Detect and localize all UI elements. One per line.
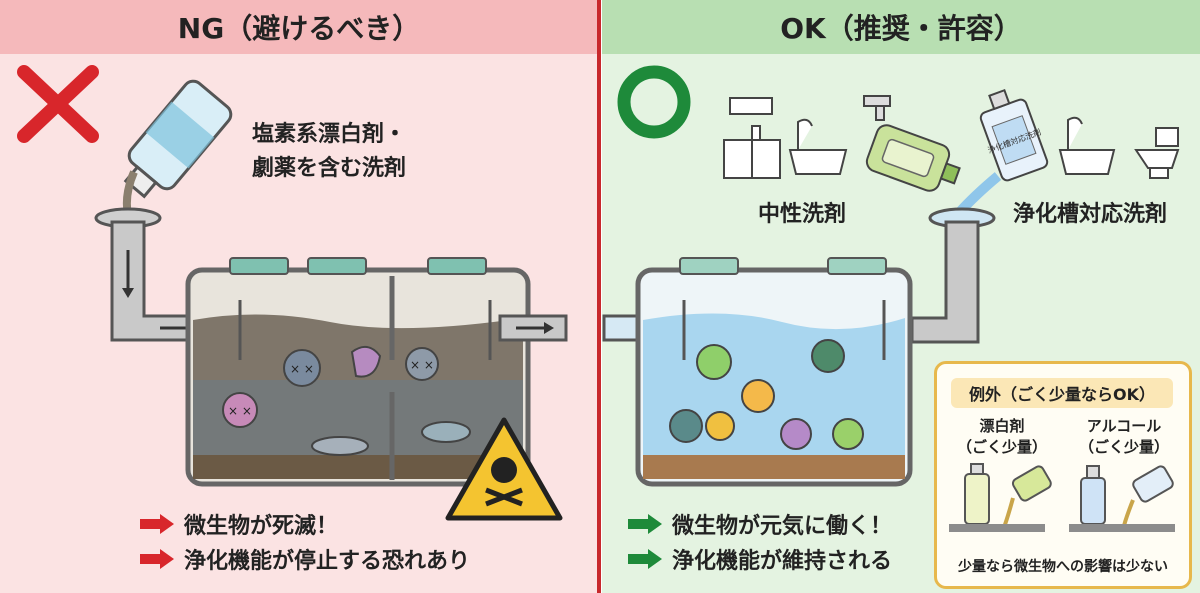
panel-divider bbox=[597, 0, 601, 593]
ng-panel: NG（避けるべき） bbox=[0, 0, 598, 593]
septic-safe-label: 浄化槽対応洗剤 bbox=[1013, 202, 1168, 227]
ok-result-1-text: 微生物が元気に働く！ bbox=[672, 514, 893, 539]
neutral-detergent-bottle-icon bbox=[865, 124, 961, 192]
svg-text:× ×: × × bbox=[410, 358, 434, 372]
svg-text:× ×: × × bbox=[228, 404, 252, 418]
svg-text:× ×: × × bbox=[290, 362, 314, 376]
circle-mark-icon bbox=[617, 65, 691, 139]
alcohol-label: アルコール （ごく少量） bbox=[1069, 416, 1179, 458]
alcohol-label-line2: （ごく少量） bbox=[1078, 438, 1169, 456]
bleach-bottle-icon bbox=[949, 463, 1052, 532]
happy-microbes bbox=[669, 339, 864, 450]
cross-mark-icon bbox=[17, 65, 99, 143]
septic-tank-ok bbox=[635, 257, 913, 487]
alcohol-bottle-icon bbox=[1069, 465, 1175, 532]
inlet-pipe bbox=[910, 220, 980, 344]
chemical-label-line2: 劇薬を含む洗剤 bbox=[252, 156, 407, 181]
exception-title: 例外（ごく少量ならOK） bbox=[951, 378, 1173, 408]
bleach-label-line2: （ごく少量） bbox=[956, 438, 1047, 456]
poison-hazard-icon bbox=[445, 417, 563, 521]
chemical-label-line1: 塩素系漂白剤・ bbox=[252, 122, 407, 147]
ng-illustration: × × × × × × bbox=[17, 65, 568, 521]
ok-header: OK（推奨・許容） bbox=[602, 0, 1200, 54]
toilet-icon bbox=[1134, 127, 1180, 179]
ng-header: NG（避けるべき） bbox=[0, 0, 598, 54]
bathtub-icon-2 bbox=[1058, 116, 1116, 175]
ok-result-2: 浄化機能が維持される bbox=[628, 543, 892, 575]
ok-result-2-text: 浄化機能が維持される bbox=[672, 549, 893, 574]
bathtub-icon bbox=[788, 118, 848, 175]
ok-result-1: 微生物が元気に働く！ bbox=[628, 508, 892, 540]
ng-result-1-text: 微生物が死滅！ bbox=[184, 514, 339, 539]
exception-note: 少量なら微生物への影響は少ない bbox=[958, 559, 1168, 575]
chemical-label: 塩素系漂白剤・ 劇薬を含む洗剤 bbox=[252, 118, 406, 186]
septic-safe-bottle-icon bbox=[979, 88, 1049, 182]
red-arrow-icon bbox=[140, 549, 174, 569]
exception-box: 例外（ごく少量ならOK） 漂白剤 （ごく少量） アルコール （ごく少量） bbox=[934, 361, 1192, 589]
alcohol-label-line1: アルコール bbox=[1086, 417, 1162, 435]
green-arrow-icon bbox=[628, 549, 662, 569]
kitchen-icon bbox=[723, 97, 781, 179]
faucet-icon bbox=[863, 95, 891, 121]
exception-illustration bbox=[949, 463, 1175, 532]
bleach-label: 漂白剤 （ごく少量） bbox=[947, 416, 1057, 458]
neutral-detergent-label: 中性洗剤 bbox=[758, 202, 847, 227]
red-arrow-icon bbox=[140, 514, 174, 534]
ok-illustration: 浄化槽対応洗剤 bbox=[602, 65, 1180, 487]
ng-result-2: 浄化機能が停止する恐れあり bbox=[140, 543, 470, 575]
ng-result-1: 微生物が死滅！ bbox=[140, 508, 338, 540]
dead-microbes: × × × × × × bbox=[222, 345, 471, 456]
bleach-label-line1: 漂白剤 bbox=[979, 417, 1025, 435]
ng-result-2-text: 浄化機能が停止する恐れあり bbox=[184, 549, 471, 574]
green-arrow-icon bbox=[628, 514, 662, 534]
